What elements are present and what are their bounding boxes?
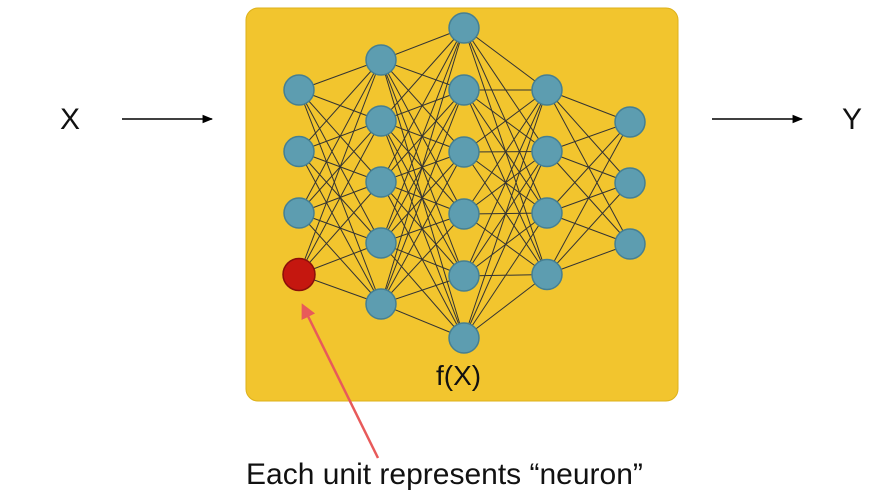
connection-l0-3-to-1: [298, 120, 382, 275]
neuron-l2-2: [448, 136, 480, 168]
connection-l1-1-to-0: [380, 27, 465, 122]
neuron-l2-4: [448, 260, 480, 292]
connection-l2-0-to-0: [463, 27, 548, 91]
neuron-l2-1: [448, 74, 480, 106]
connection-l2-3-to-0: [463, 89, 548, 215]
connection-l0-2-to-0: [298, 59, 382, 214]
connection-l1-3-to-0: [380, 27, 465, 244]
connection-l1-4-to-1: [380, 89, 465, 305]
connection-l3-2-to-0: [546, 121, 631, 214]
neuron-l4-2: [614, 228, 646, 260]
neuron-l4-1: [614, 167, 646, 199]
connection-l2-5-to-3: [463, 274, 548, 339]
connection-l0-3-to-2: [298, 181, 382, 275]
neuron-l1-0: [365, 44, 397, 76]
connection-l1-2-to-0: [380, 27, 465, 183]
neuron-l1-3: [365, 227, 397, 259]
connection-l1-4-to-0: [380, 27, 465, 305]
output-label: Y: [842, 103, 863, 136]
connection-l2-2-to-0: [463, 89, 548, 153]
neuron-l0-2: [283, 197, 315, 229]
annotation-arrow: [301, 303, 380, 459]
function-label: f(X): [436, 360, 482, 391]
neuron-l0-1: [283, 135, 315, 168]
neuron-l4-0: [614, 106, 646, 138]
neuron-l1-2: [365, 166, 397, 198]
connection-l1-4-to-2: [380, 151, 465, 305]
connection-l2-5-to-2: [463, 212, 548, 339]
neuron-l3-2: [531, 197, 563, 229]
connection-l3-3-to-1: [546, 182, 631, 275]
connection-l2-5-to-1: [463, 151, 548, 339]
input-label: X: [60, 103, 81, 136]
neuron-l2-5: [448, 322, 480, 354]
highlighted-neuron: [282, 257, 316, 292]
connection-l2-4-to-0: [463, 89, 548, 277]
connection-l3-3-to-0: [546, 121, 631, 275]
connection-l1-4-to-3: [380, 213, 465, 305]
neuron-l1-1: [365, 105, 397, 137]
neuron-l1-4: [365, 288, 397, 320]
neuron-l2-3: [448, 198, 480, 230]
neuron-l0-0: [283, 74, 315, 106]
connection-l0-3-to-0: [298, 59, 382, 275]
caption: Each unit represents “neuron”: [246, 458, 643, 491]
neuron-units: [282, 12, 646, 354]
neuron-l2-0: [448, 12, 480, 44]
neuron-l3-1: [531, 135, 563, 168]
neuron-l3-0: [531, 74, 563, 106]
connection-l0-1-to-0: [298, 59, 382, 152]
neuron-l3-3: [531, 258, 563, 291]
connection-l2-5-to-0: [463, 89, 548, 339]
